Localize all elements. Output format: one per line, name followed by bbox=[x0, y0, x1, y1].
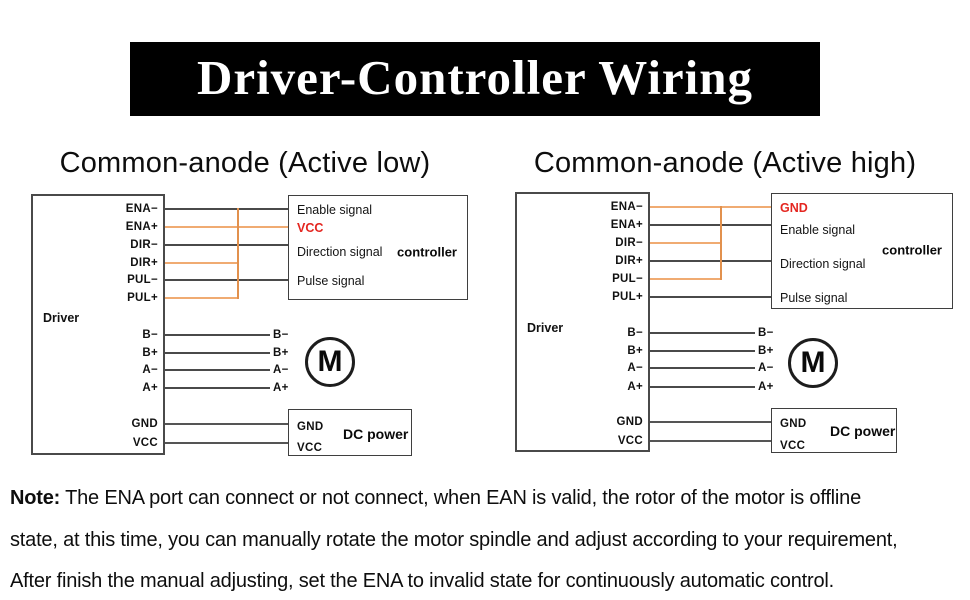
controller-box: GND Enable signal Direction signal Pulse… bbox=[771, 193, 953, 309]
dc-power-box: GND VCC DC power bbox=[771, 408, 897, 453]
motor-symbol: M bbox=[305, 337, 355, 387]
controller-label: controller bbox=[882, 242, 942, 258]
pin-b-minus: B− bbox=[627, 327, 643, 339]
pin-pul-plus: PUL+ bbox=[612, 291, 643, 303]
wire-common-anode-bus bbox=[237, 208, 239, 299]
dc-power-vcc: VCC bbox=[297, 442, 323, 454]
wire-pul-plus bbox=[165, 297, 239, 299]
motor-terminal-a-minus: A− bbox=[273, 364, 289, 376]
driver-label: Driver bbox=[527, 321, 564, 335]
controller-row-vcc: VCC bbox=[297, 221, 324, 235]
wire-b-minus bbox=[650, 332, 755, 334]
diagram-common-anode-active-high: Common-anode (Active high) Driver ENA− E… bbox=[480, 147, 970, 485]
dc-power-gnd: GND bbox=[297, 421, 324, 433]
wire-ena-minus bbox=[650, 206, 771, 208]
wire-vcc bbox=[650, 440, 771, 442]
wire-a-plus bbox=[165, 387, 270, 389]
wire-pul-minus bbox=[650, 278, 722, 280]
controller-label: controller bbox=[397, 244, 457, 260]
motor-terminal-a-minus: A− bbox=[758, 362, 774, 374]
motor-terminal-a-plus: A+ bbox=[273, 382, 289, 394]
motor-terminal-b-plus: B+ bbox=[758, 345, 774, 357]
page-title: Driver-Controller Wiring bbox=[196, 50, 754, 105]
note-text-1: The ENA port can connect or not connect,… bbox=[60, 487, 862, 509]
note-line-3: After finish the manual adjusting, set t… bbox=[10, 570, 834, 592]
diagram-heading: Common-anode (Active high) bbox=[533, 147, 917, 179]
wire-ena-plus bbox=[165, 226, 288, 228]
wire-dir-plus bbox=[650, 260, 771, 262]
pin-gnd: GND bbox=[131, 418, 158, 430]
motor-symbol: M bbox=[788, 338, 838, 388]
controller-row-enable: Enable signal bbox=[297, 203, 373, 217]
wire-gnd bbox=[650, 421, 771, 423]
title-banner: Driver-Controller Wiring bbox=[130, 42, 820, 116]
motor-terminal-b-plus: B+ bbox=[273, 347, 289, 359]
controller-row-pulse: Pulse signal bbox=[780, 291, 848, 305]
wire-dir-minus bbox=[650, 242, 722, 244]
note-line-2: state, at this time, you can manually ro… bbox=[10, 529, 898, 551]
controller-row-direction: Direction signal bbox=[780, 257, 866, 271]
pin-b-plus: B+ bbox=[627, 345, 643, 357]
pin-a-minus: A− bbox=[142, 364, 158, 376]
motor-terminal-b-minus: B− bbox=[758, 327, 774, 339]
wire-a-minus bbox=[650, 367, 755, 369]
controller-row-enable: Enable signal bbox=[780, 223, 856, 237]
pin-a-plus: A+ bbox=[627, 381, 643, 393]
pin-pul-minus: PUL− bbox=[127, 274, 158, 286]
pin-pul-plus: PUL+ bbox=[127, 292, 158, 304]
controller-row-direction: Direction signal bbox=[297, 245, 383, 259]
pin-dir-plus: DIR+ bbox=[615, 255, 643, 267]
wire-pul-minus bbox=[165, 279, 288, 281]
wire-a-plus bbox=[650, 386, 755, 388]
pin-pul-minus: PUL− bbox=[612, 273, 643, 285]
motor-terminal-b-minus: B− bbox=[273, 329, 289, 341]
pin-a-plus: A+ bbox=[142, 382, 158, 394]
pin-gnd: GND bbox=[616, 416, 643, 428]
dc-power-label: DC power bbox=[343, 426, 409, 442]
pin-dir-minus: DIR− bbox=[615, 237, 643, 249]
pin-ena-minus: ENA− bbox=[610, 201, 643, 213]
wire-ena-plus bbox=[650, 224, 771, 226]
wire-ena-minus bbox=[165, 208, 288, 210]
wire-gnd bbox=[165, 423, 288, 425]
wire-dir-minus bbox=[165, 244, 288, 246]
motor-terminal-a-plus: A+ bbox=[758, 381, 774, 393]
controller-box: Enable signal VCC Direction signal Pulse… bbox=[288, 195, 468, 300]
wire-vcc bbox=[165, 442, 288, 444]
dc-power-vcc: VCC bbox=[780, 440, 806, 452]
pin-ena-plus: ENA+ bbox=[125, 221, 158, 233]
diagram-common-anode-active-low: Common-anode (Active low) Driver ENA− EN… bbox=[0, 147, 490, 485]
wire-a-minus bbox=[165, 369, 270, 371]
wire-common-anode-bus bbox=[720, 206, 722, 280]
pin-dir-minus: DIR− bbox=[130, 239, 158, 251]
pin-vcc: VCC bbox=[617, 435, 643, 447]
dc-power-box: GND VCC DC power bbox=[288, 409, 412, 456]
wire-b-plus bbox=[165, 352, 270, 354]
driver-box bbox=[31, 194, 165, 455]
controller-row-gnd: GND bbox=[780, 201, 808, 215]
wire-dir-plus bbox=[165, 262, 239, 264]
dc-power-gnd: GND bbox=[780, 418, 807, 430]
controller-row-pulse: Pulse signal bbox=[297, 274, 365, 288]
driver-label: Driver bbox=[43, 311, 80, 325]
pin-b-minus: B− bbox=[142, 329, 158, 341]
dc-power-label: DC power bbox=[830, 423, 896, 439]
pin-b-plus: B+ bbox=[142, 347, 158, 359]
note-prefix: Note: bbox=[10, 487, 61, 509]
wire-b-plus bbox=[650, 350, 755, 352]
driver-box bbox=[515, 192, 650, 452]
pin-ena-minus: ENA− bbox=[125, 203, 158, 215]
diagram-heading: Common-anode (Active low) bbox=[59, 147, 431, 179]
pin-ena-plus: ENA+ bbox=[610, 219, 643, 231]
note-line-1: Note: The ENA port can connect or not co… bbox=[10, 486, 861, 510]
wire-pul-plus bbox=[650, 296, 771, 298]
pin-vcc: VCC bbox=[132, 437, 158, 449]
wire-b-minus bbox=[165, 334, 270, 336]
pin-a-minus: A− bbox=[627, 362, 643, 374]
pin-dir-plus: DIR+ bbox=[130, 257, 158, 269]
